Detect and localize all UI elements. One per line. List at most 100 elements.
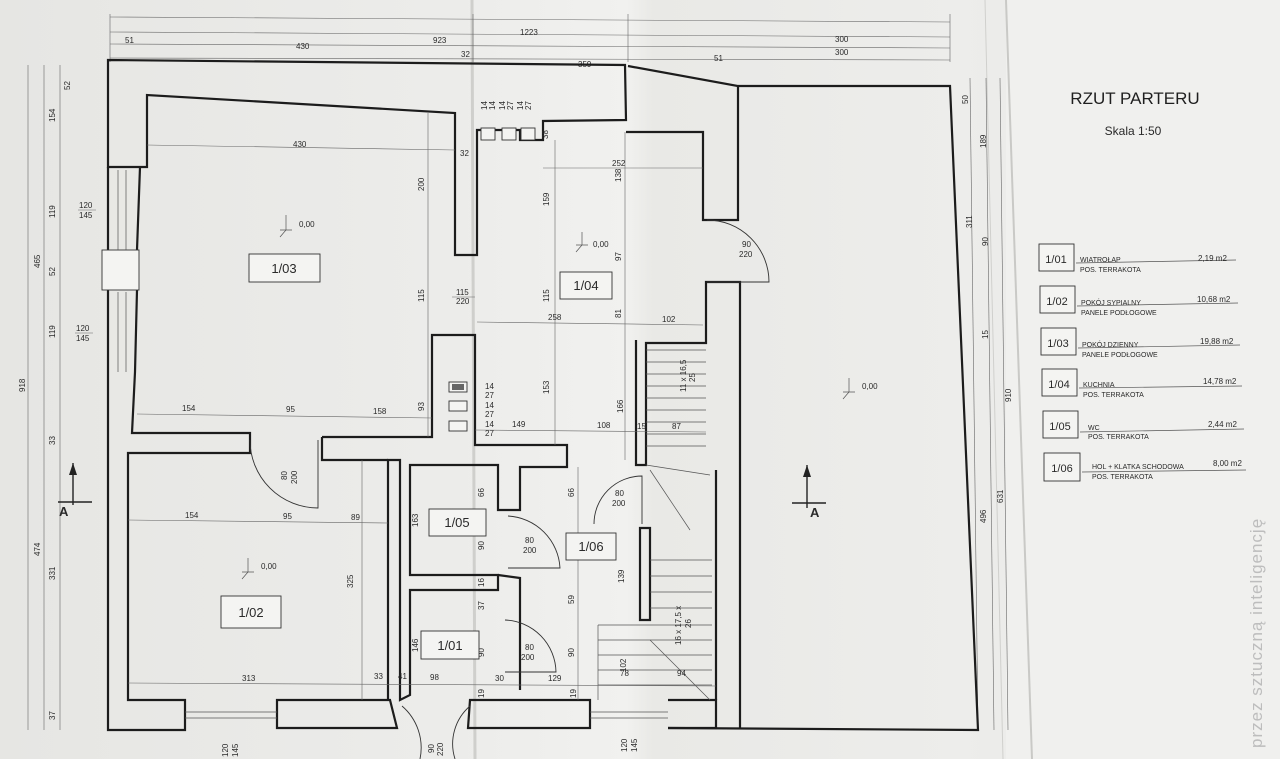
stair-top-dims-2: 25 <box>688 373 697 382</box>
dim-v-115b: 115 <box>542 289 551 302</box>
wall-garage-outline <box>667 84 980 732</box>
svg-text:POKÓJ SYPIALNY: POKÓJ SYPIALNY <box>1081 298 1141 307</box>
door-entry-220: 220 <box>739 250 753 259</box>
wall-bottom-a <box>275 698 399 730</box>
svg-text:POKÓJ DZIENNY: POKÓJ DZIENNY <box>1082 340 1139 349</box>
dim-in-154b: 154 <box>185 511 199 520</box>
section-label-left: A <box>59 504 69 519</box>
window-2-120: 120 <box>76 324 90 333</box>
door-101-80: 80 <box>525 643 534 652</box>
wall-stair <box>634 280 742 728</box>
room-legend: 1/01 WIATROŁAP POS. TERRAKOTA 2,19 m2 1/… <box>1038 243 1247 482</box>
dim-in-98: 98 <box>430 673 439 682</box>
dim-in-258: 258 <box>548 313 562 322</box>
vent-top-14b: 14 <box>488 101 497 110</box>
section-arrow-right-icon <box>803 465 811 477</box>
room-box-101 <box>420 630 480 660</box>
dim-l-52: 52 <box>63 81 72 90</box>
dim-v-325: 325 <box>346 574 355 588</box>
dim-in-149: 149 <box>512 420 526 429</box>
legend-row-106: 1/06 HOL + KLATKA SCHODOWA POS. TERRAKOT… <box>1043 452 1247 482</box>
vent-14-b: 14 <box>485 401 494 410</box>
window-3-120: 120 <box>221 743 230 757</box>
dim-l-119a: 119 <box>48 205 57 218</box>
dim-300a: 300 <box>835 35 849 44</box>
svg-text:1/04: 1/04 <box>1048 379 1069 391</box>
svg-text:1/02: 1/02 <box>1046 296 1067 308</box>
section-label-right: A <box>810 505 820 520</box>
drawing-title: RZUT PARTERU <box>1070 89 1199 108</box>
opening-115: 115 <box>456 288 469 297</box>
dim-r-50: 50 <box>961 95 970 104</box>
dim-32: 32 <box>461 50 470 59</box>
section-markers: A A <box>58 463 826 520</box>
door-swing-102 <box>249 439 319 509</box>
dim-l-331: 331 <box>48 566 57 580</box>
dim-in-78: 78 <box>620 669 629 678</box>
dim-v-93: 93 <box>417 402 426 411</box>
svg-text:8,00 m2: 8,00 m2 <box>1213 459 1242 468</box>
walls <box>101 58 980 732</box>
dim-v-200: 200 <box>417 177 426 191</box>
dim-v-166: 166 <box>616 399 625 413</box>
dim-in-32: 32 <box>460 149 469 158</box>
dim-r-90: 90 <box>981 237 990 246</box>
room-box-106 <box>565 532 617 561</box>
dim-l-33: 33 <box>48 436 57 445</box>
window-1-145: 145 <box>79 211 93 220</box>
room-label-106: 1/06 <box>578 539 603 554</box>
vent-27-c: 27 <box>485 429 494 438</box>
vent-14-a: 14 <box>485 382 494 391</box>
dim-in-252: 252 <box>612 159 626 168</box>
interior-dimension-lines <box>127 113 717 700</box>
dim-51b: 51 <box>714 54 723 63</box>
dim-in-33: 33 <box>374 672 383 681</box>
dim-r-189: 189 <box>979 134 988 148</box>
section-arrow-left-icon <box>69 463 77 475</box>
window-4-145: 145 <box>630 738 639 752</box>
title-block: RZUT PARTERU Skala 1:50 <box>1070 89 1199 138</box>
window-3-145: 145 <box>231 743 240 757</box>
dim-300b: 300 <box>835 48 849 57</box>
legend-row-102: 1/02 POKÓJ SYPIALNY PANELE PODŁOGOWE 10,… <box>1039 285 1239 317</box>
dim-in-158: 158 <box>373 407 387 416</box>
svg-text:19,88 m2: 19,88 m2 <box>1200 337 1234 346</box>
door-swing-106 <box>593 475 643 525</box>
svg-text:PANELE PODŁOGOWE: PANELE PODŁOGOWE <box>1082 352 1158 359</box>
window-4-120: 120 <box>620 738 629 752</box>
sheet-edge-2 <box>984 0 1004 759</box>
door-106-200: 200 <box>612 499 626 508</box>
dim-v-90: 90 <box>477 541 486 550</box>
window-1-120: 120 <box>79 201 93 210</box>
dim-v-146: 146 <box>411 638 420 652</box>
room-box-102 <box>220 595 282 629</box>
dim-in-108: 108 <box>597 421 611 430</box>
staircase: 11 x 16,5 25 16 x 17,5 x 26 <box>597 349 712 701</box>
wall-interior-core <box>322 333 569 702</box>
opening-220: 220 <box>456 297 470 306</box>
dim-923: 923 <box>433 36 447 45</box>
wall-stair-stub <box>638 526 652 622</box>
vent-top-14c: 14 <box>498 101 507 110</box>
sheet-edge <box>1005 0 1033 759</box>
svg-text:1/06: 1/06 <box>1051 463 1072 475</box>
level-garage: 0,00 <box>862 382 878 391</box>
dim-l-465: 465 <box>33 254 42 268</box>
svg-text:WIATROŁAP: WIATROŁAP <box>1080 257 1121 264</box>
room-label-101: 1/01 <box>437 638 462 653</box>
level-mark-icon-4 <box>842 378 855 400</box>
vent-top-27b: 27 <box>524 101 533 110</box>
dim-in-87: 87 <box>672 422 681 431</box>
door-102-200: 200 <box>290 470 299 484</box>
dim-v-159: 159 <box>542 192 551 206</box>
door-106-80: 80 <box>615 489 624 498</box>
vent-top-14d: 14 <box>516 101 525 110</box>
dim-v-16: 16 <box>477 578 486 587</box>
wall-bottom-b <box>466 698 592 730</box>
left-dimensions: 52 154 119 465 52 119 918 33 474 331 37 <box>18 65 72 730</box>
level-mark-icon-1 <box>279 215 292 238</box>
vent-3 <box>520 127 536 141</box>
door-105-80: 80 <box>525 536 534 545</box>
dim-line-923 <box>109 31 951 38</box>
svg-text:2,44 m2: 2,44 m2 <box>1208 420 1237 429</box>
